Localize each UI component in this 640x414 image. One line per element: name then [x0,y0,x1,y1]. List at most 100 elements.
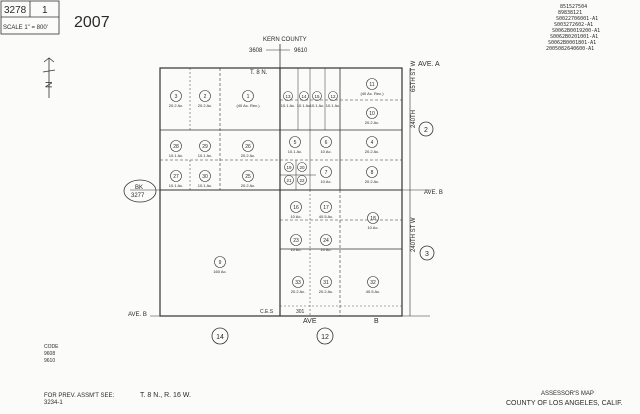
240th-label: 240TH [411,110,417,128]
top-right-notes: 85152750489838121S0022706001-A1S00327260… [546,4,600,52]
parcel-acreage: 10 Ac. [367,225,378,230]
header-box: 3278 1 SCALE 1" = 800' [0,0,60,35]
prev-assmt-ref: 3234-1 [44,400,63,406]
parcel-acreage: 40.5 Ac. [366,289,380,294]
ave-bottom-label: AVE [303,318,317,325]
parcel-number: 17 [323,205,329,211]
parcel-acreage: 10.1 Ac. [288,149,302,154]
parcel-number: 6 [325,140,328,146]
parcel-acreage: 10.1 Ac. [310,103,324,108]
top-right-note: S003272602-A1 [554,22,593,28]
parcel-8[interactable]: 8 20.2 Ac. [365,166,379,185]
parcel-number: 18 [370,216,376,222]
parcel-acreage: 10 Ac. [320,179,331,184]
map-grid [130,67,430,317]
parcel-acreage: 10.1 Ac. [326,103,340,108]
range-right-label: 9610 [294,48,308,54]
parcel-number: 5 [294,140,297,146]
adjoining-page-12[interactable]: 12 [316,327,334,345]
parcel-13[interactable]: 13 10.1 Ac. [281,91,295,109]
parcel-26[interactable]: 26 20.2 Ac. [241,140,255,159]
parcel-number: 27 [173,174,179,180]
parcel-number: 10 [369,111,375,117]
parcel-number: 3 [175,94,178,100]
parcel-number: 21 [286,178,292,183]
parcel-number: 1 [247,94,250,100]
prev-assmt-label: FOR PREV. ASSM'T SEE: [44,393,115,399]
parcel-number: 31 [323,280,329,286]
top-right-note: 2005082640600-A1 [546,46,594,52]
parcel-27[interactable]: 27 10.1 Ac. [169,170,183,189]
parcel-3[interactable]: 320.2 Ac. [169,90,183,109]
parcel-1[interactable]: 1 (40 Ac. Rec.) [236,90,260,109]
bk-reference[interactable]: BK 3277 [123,179,157,203]
parcel-acreage: 10.1 Ac. [281,103,295,108]
ave-b-letter: B [374,318,379,325]
parcel-acreage: 10 Ac. [320,247,331,252]
parcel-number: 8 [371,170,374,176]
tsn-bottom-label: T. 8 N., R. 16 W. [140,392,191,399]
top-right-note: S0062B0201001-A1 [550,34,598,40]
parcel-number: 13 [285,94,291,99]
scale-label: SCALE 1" = 800' [3,25,48,31]
ave-b-right-label: AVE. B [424,190,443,196]
parcel-acreage: (40 Ac. Rec.) [236,103,260,108]
parcel-6[interactable]: 610 Ac. [320,136,332,155]
parcel-number: 14 [301,94,307,99]
parcel-number: 28 [173,144,179,150]
parcel-acreage: 20.2 Ac. [365,179,379,184]
top-right-note: 89838121 [558,10,582,16]
parcel-7[interactable]: 7 10 Ac. [320,166,332,185]
parcel-4[interactable]: 420.2 Ac. [365,136,379,155]
adjoining-page-2[interactable]: 2 [418,121,434,137]
parcel-number: 30 [202,174,208,180]
bk-label: BK [135,185,143,191]
parcel-acreage: 20.2 Ac. [241,153,255,158]
parcel-acreage: 20.2 Ac. [365,149,379,154]
north-label: N [44,82,54,89]
parcel-number: 7 [325,170,328,176]
road-note-ces: C.E.S [260,309,274,315]
parcel-11[interactable]: 11(40 Ac. Rec.) [360,78,384,97]
parcel-5[interactable]: 5 10.1 Ac. [288,136,302,155]
parcel-20[interactable]: 20 [297,162,307,172]
parcel-acreage: (40 Ac. Rec.) [360,91,384,96]
parcel-number: 20 [299,165,305,170]
parcel-22[interactable]: 22 [297,175,307,185]
parcel-number: 22 [299,178,305,183]
parcel-21[interactable]: 21 [284,175,294,185]
parcel-acreage: 10.1 Ac. [169,183,183,188]
code-line: 9610 [44,358,55,364]
adjoining-page-14[interactable]: 14 [211,327,229,345]
adjoining-page-label: 2 [424,127,428,134]
parcel-18[interactable]: 18 10 Ac. [367,212,379,231]
parcel-2[interactable]: 220.2 Ac. [198,90,212,109]
map-year: 2007 [74,14,110,31]
adjoining-page-label: 14 [216,334,224,341]
parcel-19[interactable]: 19 [284,162,294,172]
parcel-number: 26 [245,144,251,150]
top-right-note: S0062B0001801-A1 [548,40,596,46]
parcel-number: 9 [219,260,222,266]
code-line: 9608 [44,351,55,357]
north-arrow-icon: N [42,57,56,98]
kern-county-label: KERN COUNTY [263,37,307,43]
adjoining-page-3[interactable]: 3 [419,245,435,261]
